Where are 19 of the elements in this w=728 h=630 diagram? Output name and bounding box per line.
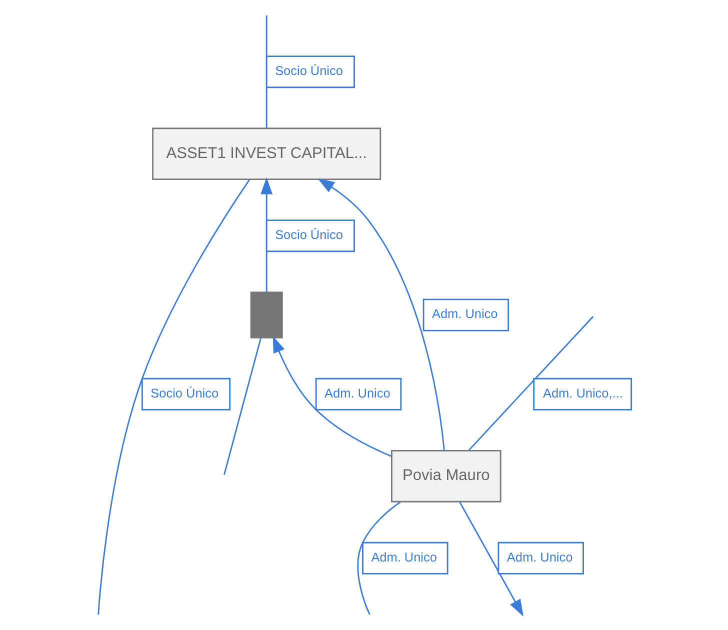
arrow: [272, 336, 392, 457]
connector: [356, 501, 400, 615]
edge-label: Socio Único: [274, 62, 342, 78]
edge-label: Socio Único: [150, 385, 218, 400]
connector: [97, 179, 250, 615]
node-box: Povia Mauro: [390, 450, 501, 502]
node-box: [250, 292, 282, 338]
arrow: [260, 177, 272, 292]
connector: [223, 338, 262, 475]
edge-label: Adm. Unico: [432, 306, 498, 322]
edge-label: Socio Único: [274, 226, 342, 242]
edge-label: Adm. Unico: [324, 385, 390, 400]
node-box: ASSET1 INVEST CAPITAL...: [152, 128, 381, 180]
connector: [467, 316, 594, 452]
connector: [265, 16, 267, 128]
arrow: [458, 502, 523, 616]
edge-label: Adm. Unico: [370, 549, 436, 564]
edge-label: Adm. Unico,...: [542, 385, 622, 400]
edge-label: Adm. Unico: [506, 549, 572, 564]
